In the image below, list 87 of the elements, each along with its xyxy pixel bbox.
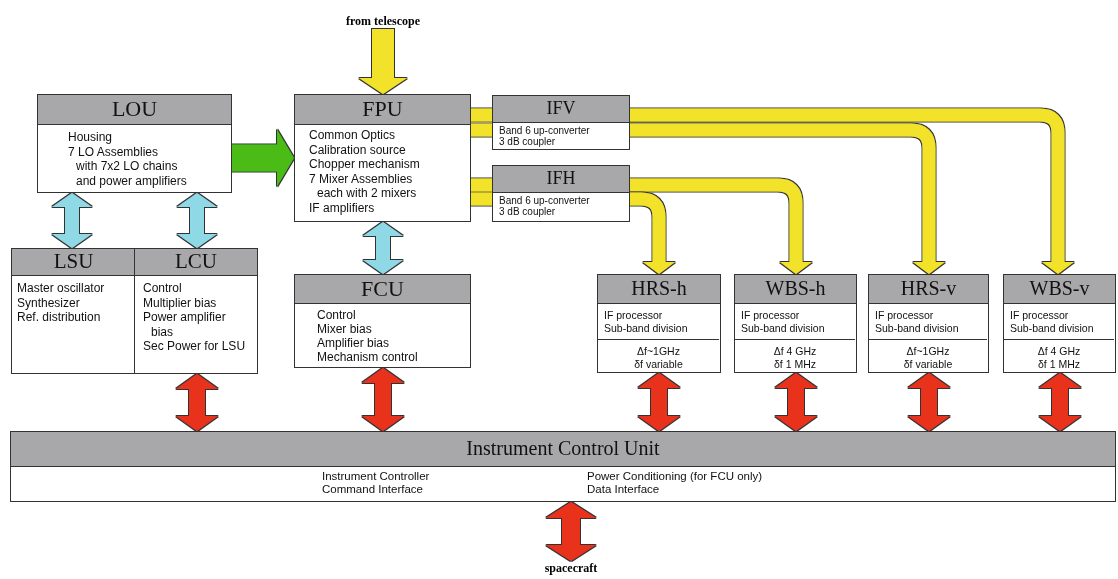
block-arrow: [638, 373, 680, 431]
unit-title: WBS-h: [735, 275, 856, 304]
unit-title: LSU: [12, 249, 135, 276]
function-text: Sub-band division: [1010, 321, 1094, 334]
unit-title: LCU: [135, 249, 257, 276]
unit-box: [37, 94, 232, 193]
function-text: Housing: [68, 130, 113, 145]
function-text: Chopper mechanism: [309, 157, 420, 172]
function-text: Ref. distribution: [17, 310, 101, 325]
function-text: 3 dB coupler: [499, 206, 556, 217]
function-text: δf 1 MHz: [1038, 357, 1080, 370]
unit-title: FCU: [295, 275, 470, 304]
function-text: Calibration source: [309, 142, 406, 157]
unit-box: [1003, 274, 1116, 373]
block-arrow: [1039, 373, 1081, 431]
unit-title: HRS-v: [869, 275, 988, 304]
block-arrow: [630, 108, 1074, 274]
unit-title: IFH: [493, 166, 629, 193]
unit-title: LOU: [38, 95, 231, 125]
block-arrow: [362, 368, 404, 431]
function-text: IF processor: [604, 309, 663, 322]
function-text: Synthesizer: [17, 295, 80, 310]
function-text: 7 LO Assemblies: [68, 144, 159, 159]
unit-box: [294, 94, 471, 222]
function-text: and power amplifiers: [76, 173, 187, 188]
unit-box: [597, 274, 721, 373]
function-text: Multiplier bias: [143, 295, 218, 310]
function-text: with 7x2 LO chains: [76, 159, 178, 174]
function-text: Common Optics: [309, 128, 396, 143]
function-text: δf 1 MHz: [774, 357, 816, 370]
block-arrow: [359, 29, 407, 94]
unit-title: WBS-v: [1004, 275, 1115, 304]
function-text: each with 2 mixers: [317, 186, 417, 201]
block-arrow: [630, 123, 945, 274]
function-text: Instrument Controller: [322, 470, 430, 483]
function-text: Sub-band division: [875, 321, 959, 334]
function-text: Δf~1GHz: [637, 345, 680, 358]
unit-box: [10, 431, 1116, 502]
source-label: from telescope: [338, 14, 428, 29]
block-arrow: [775, 373, 817, 431]
function-text: IF processor: [1010, 309, 1069, 322]
function-text: Band 6 up-converter: [499, 125, 590, 136]
function-text: Master oscillator: [17, 281, 105, 296]
unit-box: [868, 274, 989, 373]
function-text: Control: [143, 281, 183, 296]
unit-title: FPU: [295, 95, 470, 125]
function-text: Mixer bias: [317, 322, 372, 336]
function-text: Power amplifier bias: [143, 310, 227, 339]
block-arrow: [630, 192, 675, 274]
block-arrow: [908, 373, 950, 431]
unit-box: [492, 95, 630, 150]
function-text: Data Interface: [587, 482, 660, 495]
function-text: Amplifier bias: [317, 336, 390, 350]
function-text: Mechanism control: [317, 350, 418, 364]
unit-box: [11, 248, 136, 374]
function-text: Sub-band division: [604, 321, 688, 334]
function-text: 7 Mixer Assemblies: [309, 171, 413, 186]
unit-box: [294, 274, 471, 368]
function-text: Δf 4 GHz: [1037, 345, 1081, 358]
block-arrow: [176, 374, 218, 431]
function-text: δf variable: [634, 357, 683, 370]
block-arrow: [546, 502, 596, 561]
function-text: δf variable: [903, 357, 953, 370]
function-text: Sub-band division: [741, 321, 825, 334]
function-text: Control: [317, 308, 356, 322]
function-text: IF processor: [875, 309, 934, 322]
block-arrow: [52, 193, 92, 248]
function-text: Δf~1GHz: [906, 345, 950, 358]
function-text: Power Conditioning (for FCU only): [587, 470, 763, 483]
function-text: Command Interface: [322, 482, 423, 495]
block-arrow: [232, 129, 294, 187]
block-arrow: [363, 222, 403, 274]
unit-box: [492, 165, 630, 222]
unit-title: IFV: [493, 96, 629, 123]
unit-title: Instrument Control Unit: [11, 432, 1115, 467]
block-arrow: [630, 178, 812, 274]
function-text: Sec Power for LSU: [143, 339, 247, 354]
block-arrow: [177, 193, 217, 248]
function-text: Δf 4 GHz: [773, 345, 817, 358]
function-text: IF amplifiers: [309, 200, 375, 215]
function-text: Band 6 up-converter: [499, 195, 590, 206]
function-text: IF processor: [741, 309, 800, 322]
source-label: spacecraft: [511, 561, 631, 576]
unit-box: [734, 274, 857, 373]
function-text: 3 dB coupler: [499, 136, 556, 147]
unit-title: HRS-h: [598, 275, 720, 304]
unit-box: [134, 248, 258, 374]
